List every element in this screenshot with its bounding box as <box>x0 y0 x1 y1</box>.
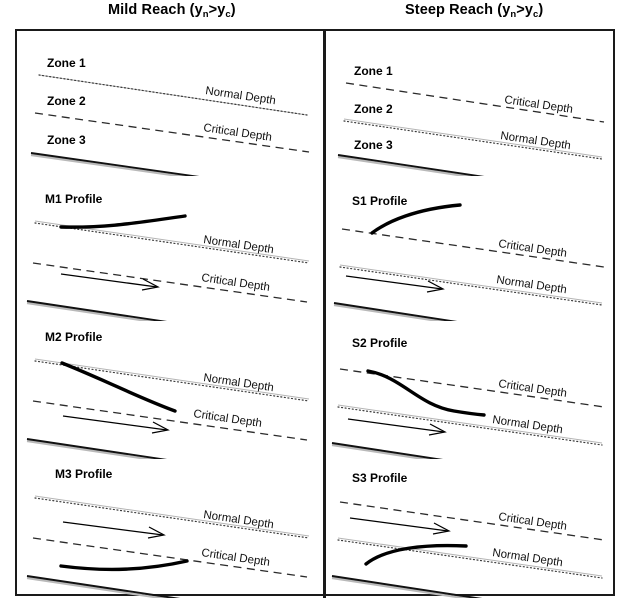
mild-m3-label: M3 Profile <box>55 467 113 481</box>
titles-row: Mild Reach (yn>yc) Steep Reach (yn>yc) <box>0 0 628 28</box>
mild-m2-label: M2 Profile <box>45 330 103 344</box>
steep-s2-label: S2 Profile <box>352 336 408 350</box>
steep-s1-bed-line <box>333 302 458 321</box>
mild-m3-critical-depth-line <box>32 537 308 578</box>
steep-s3-label: S3 Profile <box>352 471 408 485</box>
panel-mild-zones: Zone 1 Zone 2 Zone 3 Normal Depth Critic… <box>30 56 310 176</box>
mild-m2-normal-faint <box>34 358 310 400</box>
mild-zone-2-label: Zone 2 <box>47 94 86 108</box>
mild-m3-bed-line <box>26 575 181 598</box>
panel-mild-m1: M1 Profile Normal Depth Critical Depth <box>26 192 310 321</box>
mild-zones-normal-faint <box>38 74 308 116</box>
steep-s2-flow-arrow <box>347 418 447 436</box>
mild-m2-flow-arrow <box>62 415 170 434</box>
mild-zones-bed-shadow <box>30 153 187 176</box>
panel-steep-zones: Zone 1 Zone 2 Zone 3 Critical Depth Norm… <box>337 64 605 176</box>
steep-s3-flow-arrow <box>349 517 451 535</box>
mild-m2-normal-depth-line <box>34 360 310 402</box>
steep-s1-label: S1 Profile <box>352 194 408 208</box>
steep-s2-normal-depth-line <box>337 406 603 446</box>
mild-zones-bed-line <box>30 152 200 176</box>
panel-mild-m3: M3 Profile Normal Depth Critical Depth <box>26 467 310 598</box>
steep-s1-bed-shadow <box>333 303 446 321</box>
title-mild-reach: Mild Reach (yn>yc) <box>108 2 236 20</box>
mild-m3-critical-depth-label: Critical Depth <box>201 547 271 569</box>
mild-zones-critical-depth-line <box>34 112 310 153</box>
mild-m1-label: M1 Profile <box>45 192 103 206</box>
steep-s1-profile-curve <box>370 203 462 235</box>
steep-zones-bed-line <box>337 154 485 176</box>
steep-s2-bed-line <box>331 442 444 459</box>
steep-s3-bed-line <box>331 575 483 598</box>
mild-m3-profile-curve <box>59 559 189 572</box>
mild-m2-profile-curve <box>60 361 177 413</box>
mild-m1-critical-depth-label: Critical Depth <box>201 272 271 294</box>
panel-steep-s3: S3 Profile Critical Depth Normal Depth <box>331 471 605 598</box>
steep-s2-normal-depth-label: Normal Depth <box>492 414 564 436</box>
mild-zone-3-label: Zone 3 <box>47 133 86 147</box>
title-steep-reach: Steep Reach (yn>yc) <box>405 2 544 20</box>
steep-s1-normal-depth-line <box>339 266 603 306</box>
panel-steep-s2: S2 Profile Critical Depth Normal Depth <box>331 336 605 459</box>
steep-zones-normal-depth-line <box>343 120 603 160</box>
steep-s3-profile-curve <box>364 543 468 566</box>
steep-zone-1-label: Zone 1 <box>354 64 393 78</box>
steep-s2-normal-faint <box>337 404 603 444</box>
mild-m2-critical-depth-label: Critical Depth <box>193 408 263 430</box>
mild-zone-1-label: Zone 1 <box>47 56 86 70</box>
mild-m1-normal-depth-line <box>34 222 310 264</box>
steep-s1-critical-depth-line <box>341 228 605 268</box>
steep-zones-bed-shadow <box>337 155 473 176</box>
mild-m3-bed-shadow <box>26 576 169 598</box>
mild-zones-critical-depth-label: Critical Depth <box>203 122 273 144</box>
mild-m1-bed-line <box>26 300 168 321</box>
steep-zones-normal-depth-label: Normal Depth <box>500 130 572 152</box>
steep-zones-critical-depth-line <box>345 82 605 123</box>
steep-s1-normal-faint <box>339 264 603 304</box>
mild-m2-critical-depth-line <box>32 400 308 441</box>
steep-s3-normal-faint <box>337 537 603 577</box>
diagram-frame: Zone 1 Zone 2 Zone 3 Normal Depth Critic… <box>15 29 615 598</box>
steep-s3-bed-shadow <box>331 576 471 598</box>
mild-m2-bed-shadow <box>26 439 155 459</box>
steep-s3-normal-depth-line <box>337 539 603 579</box>
mild-m3-normal-depth-line <box>34 497 310 539</box>
panel-mild-m2: M2 Profile Normal Depth Critical Depth <box>26 330 310 459</box>
mild-m3-normal-faint <box>34 495 310 537</box>
mild-m1-bed-shadow <box>26 301 155 321</box>
mild-m1-flow-arrow <box>60 273 160 291</box>
panel-steep-s1: S1 Profile Critical Depth Normal Depth <box>333 194 605 321</box>
column-divider <box>323 31 326 598</box>
steep-s3-critical-depth-line <box>339 501 605 541</box>
mild-m1-critical-depth-line <box>32 262 308 303</box>
steep-zone-3-label: Zone 3 <box>354 138 393 152</box>
mild-m2-bed-line <box>26 438 168 459</box>
steep-zone-2-label: Zone 2 <box>354 102 393 116</box>
steep-s1-flow-arrow <box>345 275 445 293</box>
steep-s2-profile-curve <box>366 369 486 417</box>
mild-m3-flow-arrow <box>62 521 166 539</box>
steep-zones-normal-faint <box>343 118 603 158</box>
mild-m1-profile-curve <box>59 214 187 229</box>
mild-zones-normal-depth-label: Normal Depth <box>205 85 277 107</box>
steep-s2-bed-shadow <box>331 443 431 459</box>
steep-s3-normal-depth-label: Normal Depth <box>492 547 564 569</box>
